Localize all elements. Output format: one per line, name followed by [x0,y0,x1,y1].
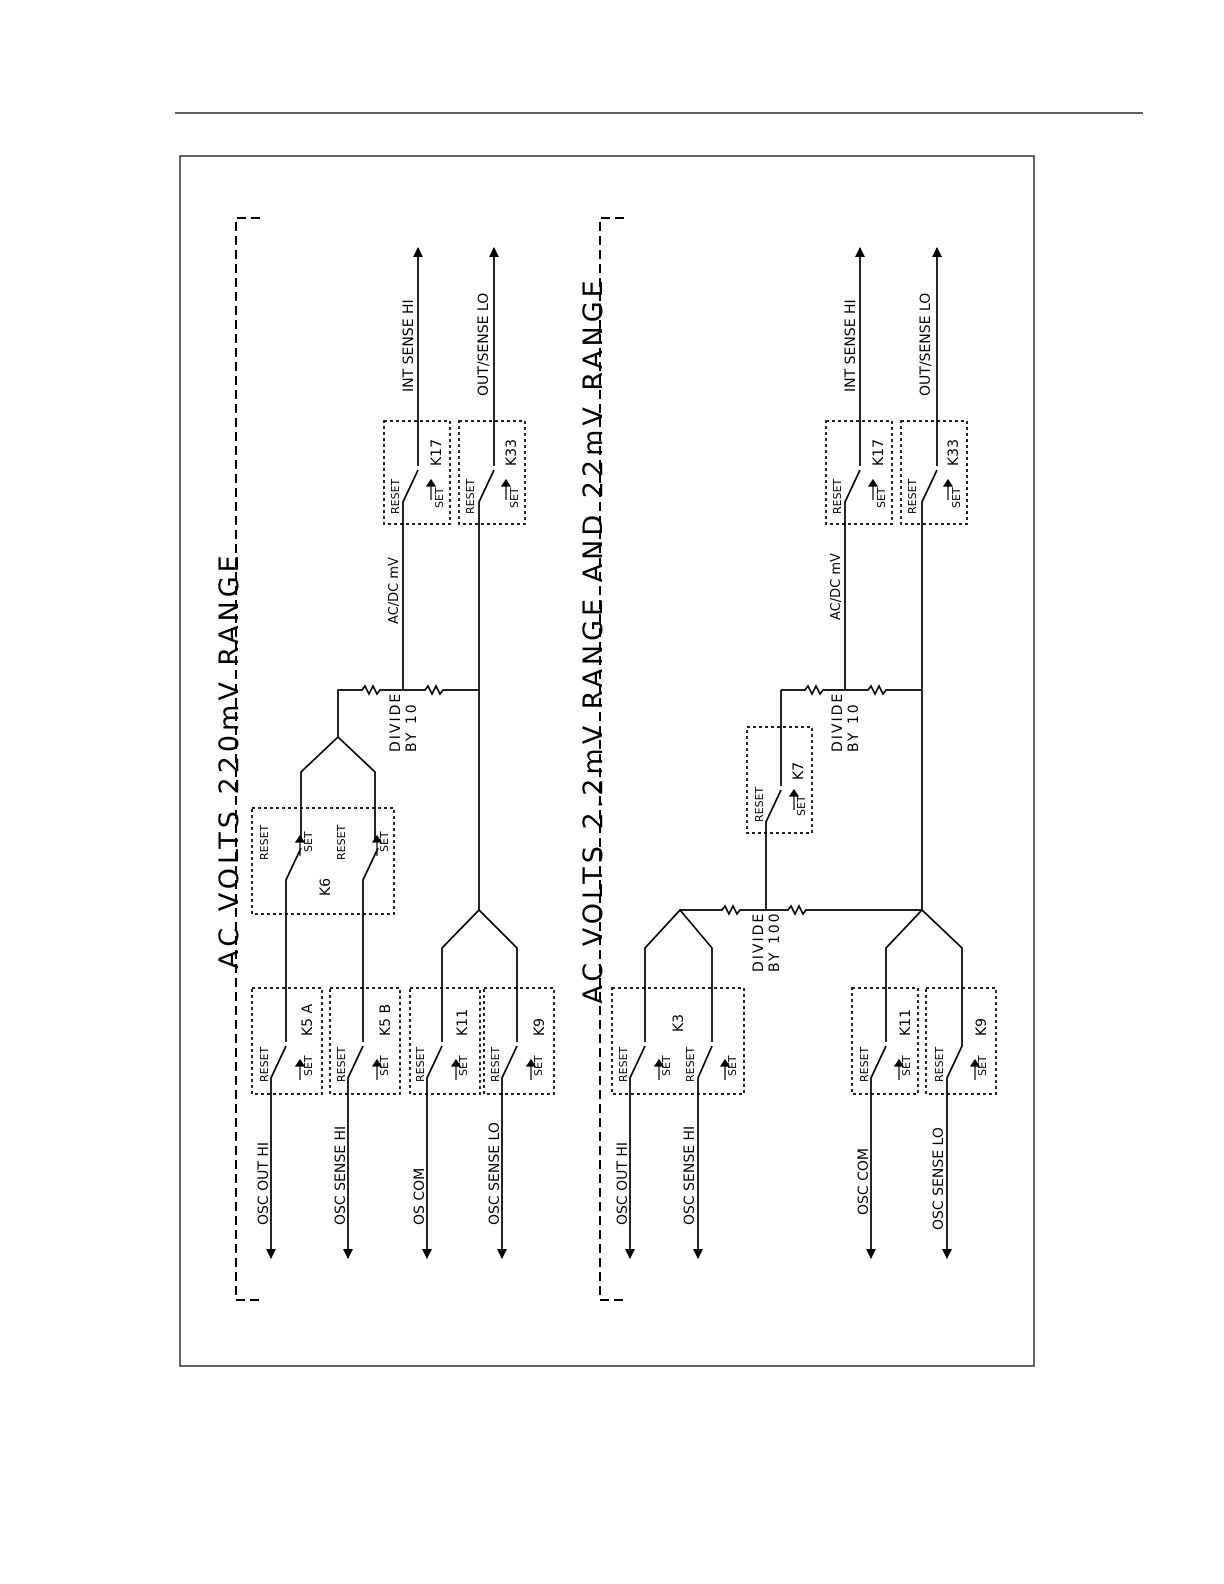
k9-reset: RESET [489,1046,502,1082]
k17-set: SET [433,487,446,508]
bottom-section-bracket [599,217,624,1301]
k11b-label: K11 [898,1009,914,1036]
label-os-com: OS COM [412,1168,428,1225]
divide100-ratio: BY 100 [767,911,783,972]
k7-reset: RESET [753,786,766,822]
k6-reset-b: RESET [335,824,348,860]
k3-reset-a: RESET [617,1046,630,1082]
top-section-title: AC VOLTS 220mV RANGE [214,551,245,968]
k7-set: SET [795,795,808,816]
k9-set: SET [532,1055,545,1076]
label-osc-out-hi-b: OSC OUT HI [615,1142,631,1225]
k33-label: K33 [504,439,520,466]
int-sense-hi-label-b: INT SENSE HI [843,299,859,392]
bottom-circuit [611,246,997,1260]
int-sense-hi-label: INT SENSE HI [401,299,417,392]
k5b-reset: RESET [335,1046,348,1082]
k6-set-b: SET [378,831,391,852]
acdc-label-b: AC/DC mV [829,553,844,620]
label-osc-out-hi: OSC OUT HI [256,1142,272,1225]
k17b-reset: RESET [831,478,844,514]
k5a-reset: RESET [258,1046,271,1082]
k7-label: K7 [791,762,807,780]
relay-coil-markers [294,478,981,1080]
divide-text: DIVIDE [388,692,404,752]
label-osc-sense-hi: OSC SENSE HI [333,1126,349,1225]
k17b-set: SET [875,487,888,508]
k9b-set: SET [976,1055,989,1076]
k3-label: K3 [671,1014,687,1032]
k17-label: K17 [429,439,445,466]
k11b-set: SET [900,1055,913,1076]
k17-reset: RESET [389,478,402,514]
k5b-set: SET [378,1055,391,1076]
divide10-ratio-b: BY 10 [846,702,862,752]
divide-ratio: BY 10 [404,702,420,752]
divide100-text: DIVIDE [751,912,767,972]
label-osc-sense-lo-b: OSC SENSE LO [931,1127,947,1230]
k11b-reset: RESET [858,1046,871,1082]
label-osc-sense-lo: OSC SENSE LO [487,1122,503,1225]
label-osc-com-b: OSC COM [856,1148,872,1215]
k33b-set: SET [950,487,963,508]
k33b-label: K33 [946,439,962,466]
out-sense-lo-label: OUT/SENSE LO [476,293,492,396]
k5a-label: K5 A [300,1003,316,1036]
k33b-reset: RESET [906,478,919,514]
bottom-labels: OSC OUT HI OSC SENSE HI OSC COM OSC SENS… [615,293,990,1230]
k6-reset-a: RESET [258,824,271,860]
top-section-bracket [235,217,260,1301]
k9b-reset: RESET [933,1046,946,1082]
k33-set: SET [508,487,521,508]
k3-set-b: SET [726,1055,739,1076]
k11-set: SET [457,1055,470,1076]
k5b-label: K5 B [378,1004,394,1036]
k33-reset: RESET [464,478,477,514]
k9-label: K9 [532,1018,548,1036]
out-sense-lo-label-b: OUT/SENSE LO [918,293,934,396]
k11-reset: RESET [414,1046,427,1082]
k17b-label: K17 [871,439,887,466]
k3-reset-b: RESET [684,1046,697,1082]
top-circuit [251,246,555,1260]
k3-set-a: SET [660,1055,673,1076]
bottom-section-title: AC VOLTS 2.2mV RANGE AND 22mV RANGE [578,276,609,1003]
acdc-label: AC/DC mV [387,557,402,624]
k9b-label: K9 [974,1018,990,1036]
k11-label: K11 [455,1009,471,1036]
k5a-set: SET [302,1055,315,1076]
label-osc-sense-hi-b: OSC SENSE HI [682,1126,698,1225]
figure-frame [179,155,1035,1367]
k6-label: K6 [318,878,334,896]
k6-set-a: SET [302,831,315,852]
divide10-text-b: DIVIDE [830,692,846,752]
top-labels: OSC OUT HI OSC SENSE HI OS COM OSC SENSE… [256,293,548,1225]
